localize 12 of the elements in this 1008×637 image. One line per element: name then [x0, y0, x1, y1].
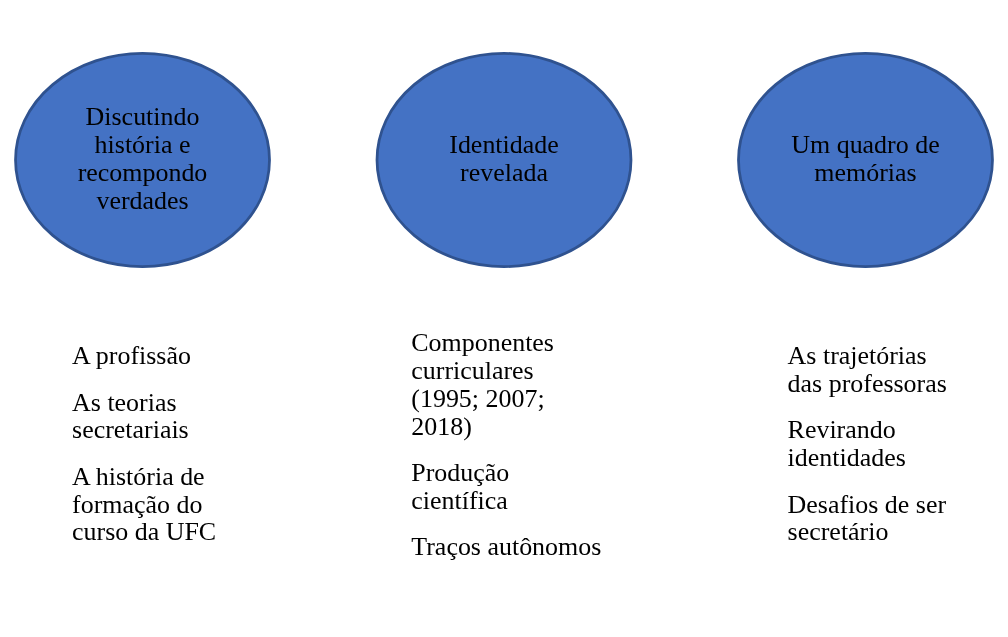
node-ellipse: Discutindo história e recompondo verdades: [14, 52, 271, 268]
node-label: A profissão: [72, 341, 191, 371]
node-ellipse: Um quadro de memórias: [737, 52, 994, 268]
node-ellipse: Identidade revelada: [375, 52, 633, 268]
node-label: Desafios de ser secretário: [787, 489, 947, 547]
node-label: Traços autônomos: [411, 532, 602, 562]
node-label: A história de formação do curso da UFC: [72, 461, 217, 547]
node-label: As teorias secretariais: [72, 387, 189, 445]
node-label: Revirando identidades: [787, 415, 906, 473]
node-label: Produção científica: [411, 458, 510, 515]
node-label: As trajetórias das professoras: [787, 341, 947, 399]
node-label: Componentes curriculares (1995; 2007; 2018): [411, 328, 554, 441]
